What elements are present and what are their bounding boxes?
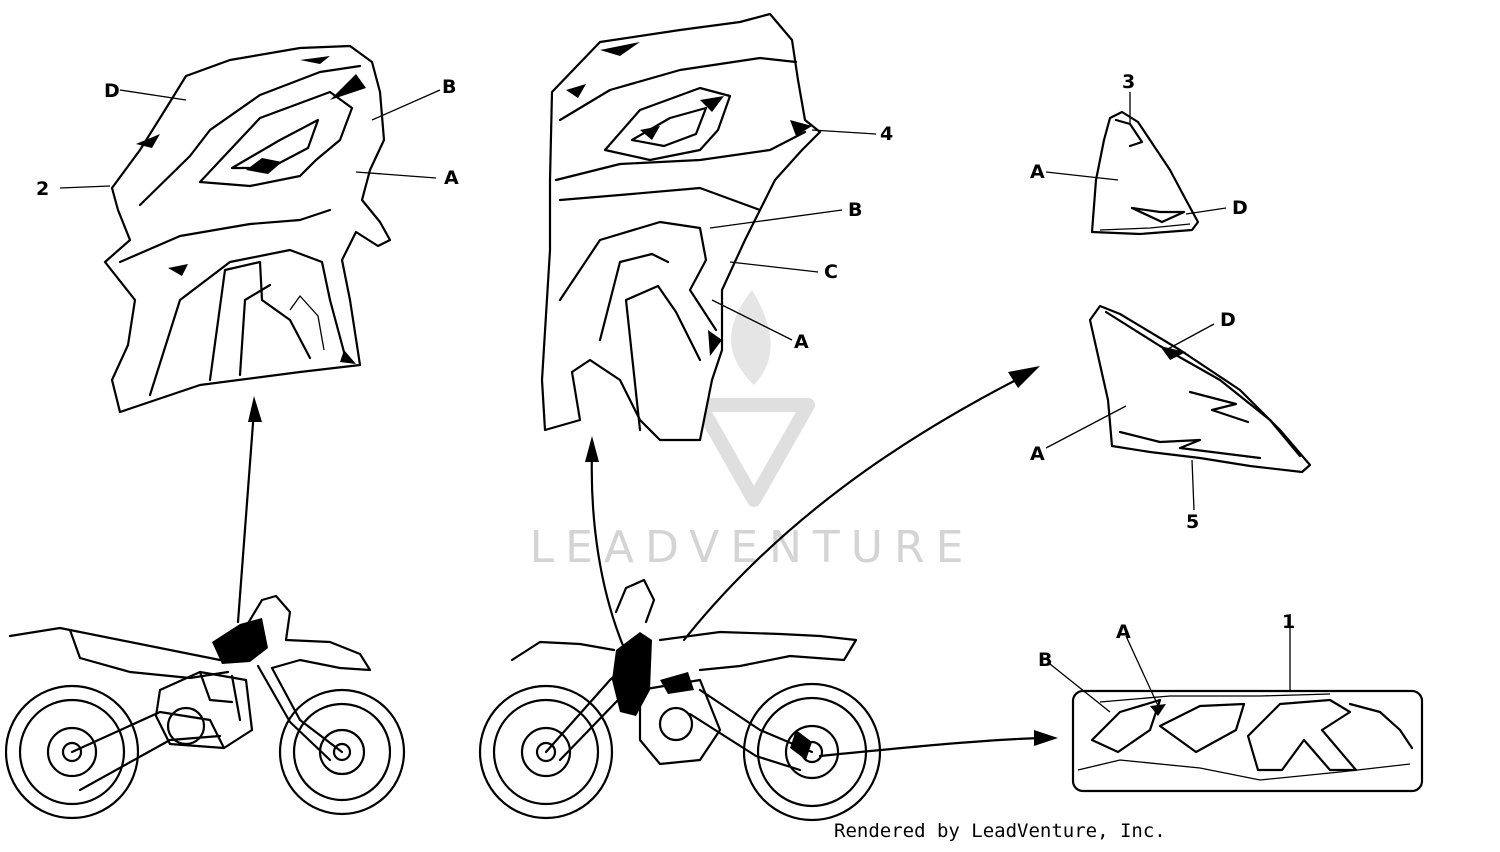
motorcycle-left-view: [4, 594, 406, 820]
callout-lines: [59, 89, 1291, 713]
callout-label: C: [824, 261, 838, 283]
callout-label: A: [444, 167, 459, 189]
callout-label: 5: [1186, 511, 1199, 533]
callout-label: D: [1232, 197, 1248, 219]
callout-label: A: [794, 331, 809, 353]
callout-label: A: [1116, 621, 1131, 643]
decal-large-side-panel: [1088, 304, 1312, 474]
callout-label: 2: [36, 178, 49, 200]
callout-label: A: [1030, 443, 1045, 465]
callout-label: A: [1030, 161, 1045, 183]
decal-number-plate: [1071, 689, 1424, 793]
leader-arrows: [236, 366, 1058, 758]
decal-small-fork-guard: [1090, 110, 1200, 236]
callout-labels: D 2 B A 4 B C A 3 A D D A 5 1 A B: [36, 71, 1295, 671]
callout-label: 3: [1122, 71, 1135, 93]
callout-label: 4: [880, 123, 893, 145]
motorcycle-right-view: [478, 578, 882, 822]
callout-label: B: [442, 76, 456, 98]
decal-right-shroud: [540, 12, 822, 442]
callout-label: B: [848, 199, 862, 221]
decal-left-shroud: [103, 44, 392, 414]
callout-label: 1: [1282, 611, 1295, 633]
callout-label: D: [1220, 309, 1236, 331]
watermark: LEADVENTURE: [530, 290, 975, 573]
footer-credit: Rendered by LeadVenture, Inc.: [834, 820, 1166, 842]
callout-label: D: [104, 80, 120, 102]
watermark-logo-icon: [693, 290, 815, 507]
callout-label: B: [1038, 649, 1052, 671]
watermark-text: LEADVENTURE: [530, 522, 975, 573]
